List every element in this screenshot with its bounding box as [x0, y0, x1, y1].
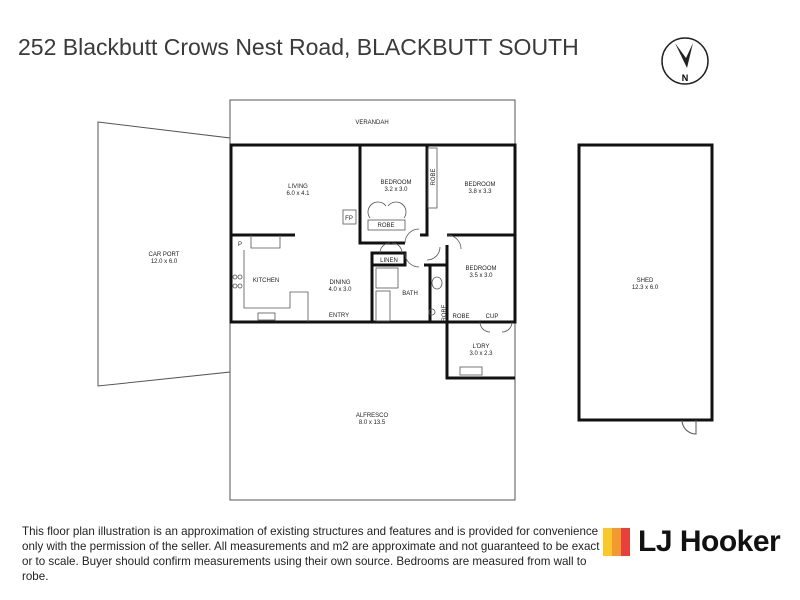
robe-label: ROBE: [431, 168, 437, 185]
logo-color-bars: [603, 528, 630, 556]
laundry-size: 3.0 x 2.3: [469, 351, 493, 357]
kitchen-sink: [257, 312, 276, 321]
page-title: 252 Blackbutt Crows Nest Road, BLACKBUTT…: [18, 34, 579, 60]
logo-text: LJ Hooker: [638, 525, 781, 558]
compass-label: N: [682, 73, 689, 83]
alfresco-size: 8.0 x 13.5: [359, 420, 386, 426]
fireplace-outline: [342, 209, 357, 225]
robe-outline: [367, 219, 406, 231]
shed-door: [681, 419, 697, 435]
entry-label: ENTRY: [329, 313, 349, 319]
pantry-label: P: [238, 242, 242, 248]
verandah-label: VERANDAH: [355, 120, 388, 126]
laundry-label: L'DRY: [472, 344, 489, 350]
compass: N: [661, 37, 709, 85]
living-label: LIVING: [288, 184, 308, 190]
toilet: [431, 276, 443, 290]
bedroom1-label: BEDROOM: [380, 180, 411, 186]
bathtub: [375, 290, 391, 322]
bedroom3-label: BEDROOM: [465, 266, 496, 272]
shed-size: 12.3 x 6.0: [632, 285, 659, 291]
lj-hooker-logo: LJ Hooker: [603, 525, 781, 559]
dining-size: 4.0 x 3.0: [328, 287, 352, 293]
floor-plan: VERANDAH LIVING 6.0 x 4.1 BEDROOM 3.2 x …: [97, 99, 714, 501]
living-size: 6.0 x 4.1: [286, 191, 310, 197]
robe-label: ROBE: [452, 314, 469, 320]
cup-label: CUP: [486, 314, 499, 320]
robe-label: ROBE: [377, 223, 394, 229]
dining-label: DINING: [330, 280, 351, 286]
bedroom3-size: 3.5 x 3.0: [469, 273, 493, 279]
disclaimer: This floor plan illustration is an appro…: [22, 525, 600, 583]
shed-outline: [577, 143, 714, 422]
robe-label: ROBE: [442, 304, 448, 321]
linen-label: LINEN: [380, 258, 398, 264]
north-arrow-icon: [675, 43, 693, 68]
alfresco-label: ALFRESCO: [356, 413, 389, 419]
fireplace-label: FP: [345, 216, 353, 222]
robe-outline: [427, 147, 438, 209]
bedroom2-size: 3.8 x 3.3: [468, 189, 492, 195]
laundry-tub: [459, 366, 483, 376]
carport-size: 12.0 x 6.0: [151, 259, 178, 265]
bedroom1-size: 3.2 x 3.0: [384, 187, 408, 193]
laundry-outline: [446, 321, 516, 379]
bath-label: BATH: [402, 291, 418, 297]
carport-label: CAR PORT: [149, 252, 180, 258]
shed-label: SHED: [637, 278, 654, 284]
kitchen-label: KITCHEN: [253, 278, 279, 284]
bedroom2-label: BEDROOM: [464, 182, 495, 188]
